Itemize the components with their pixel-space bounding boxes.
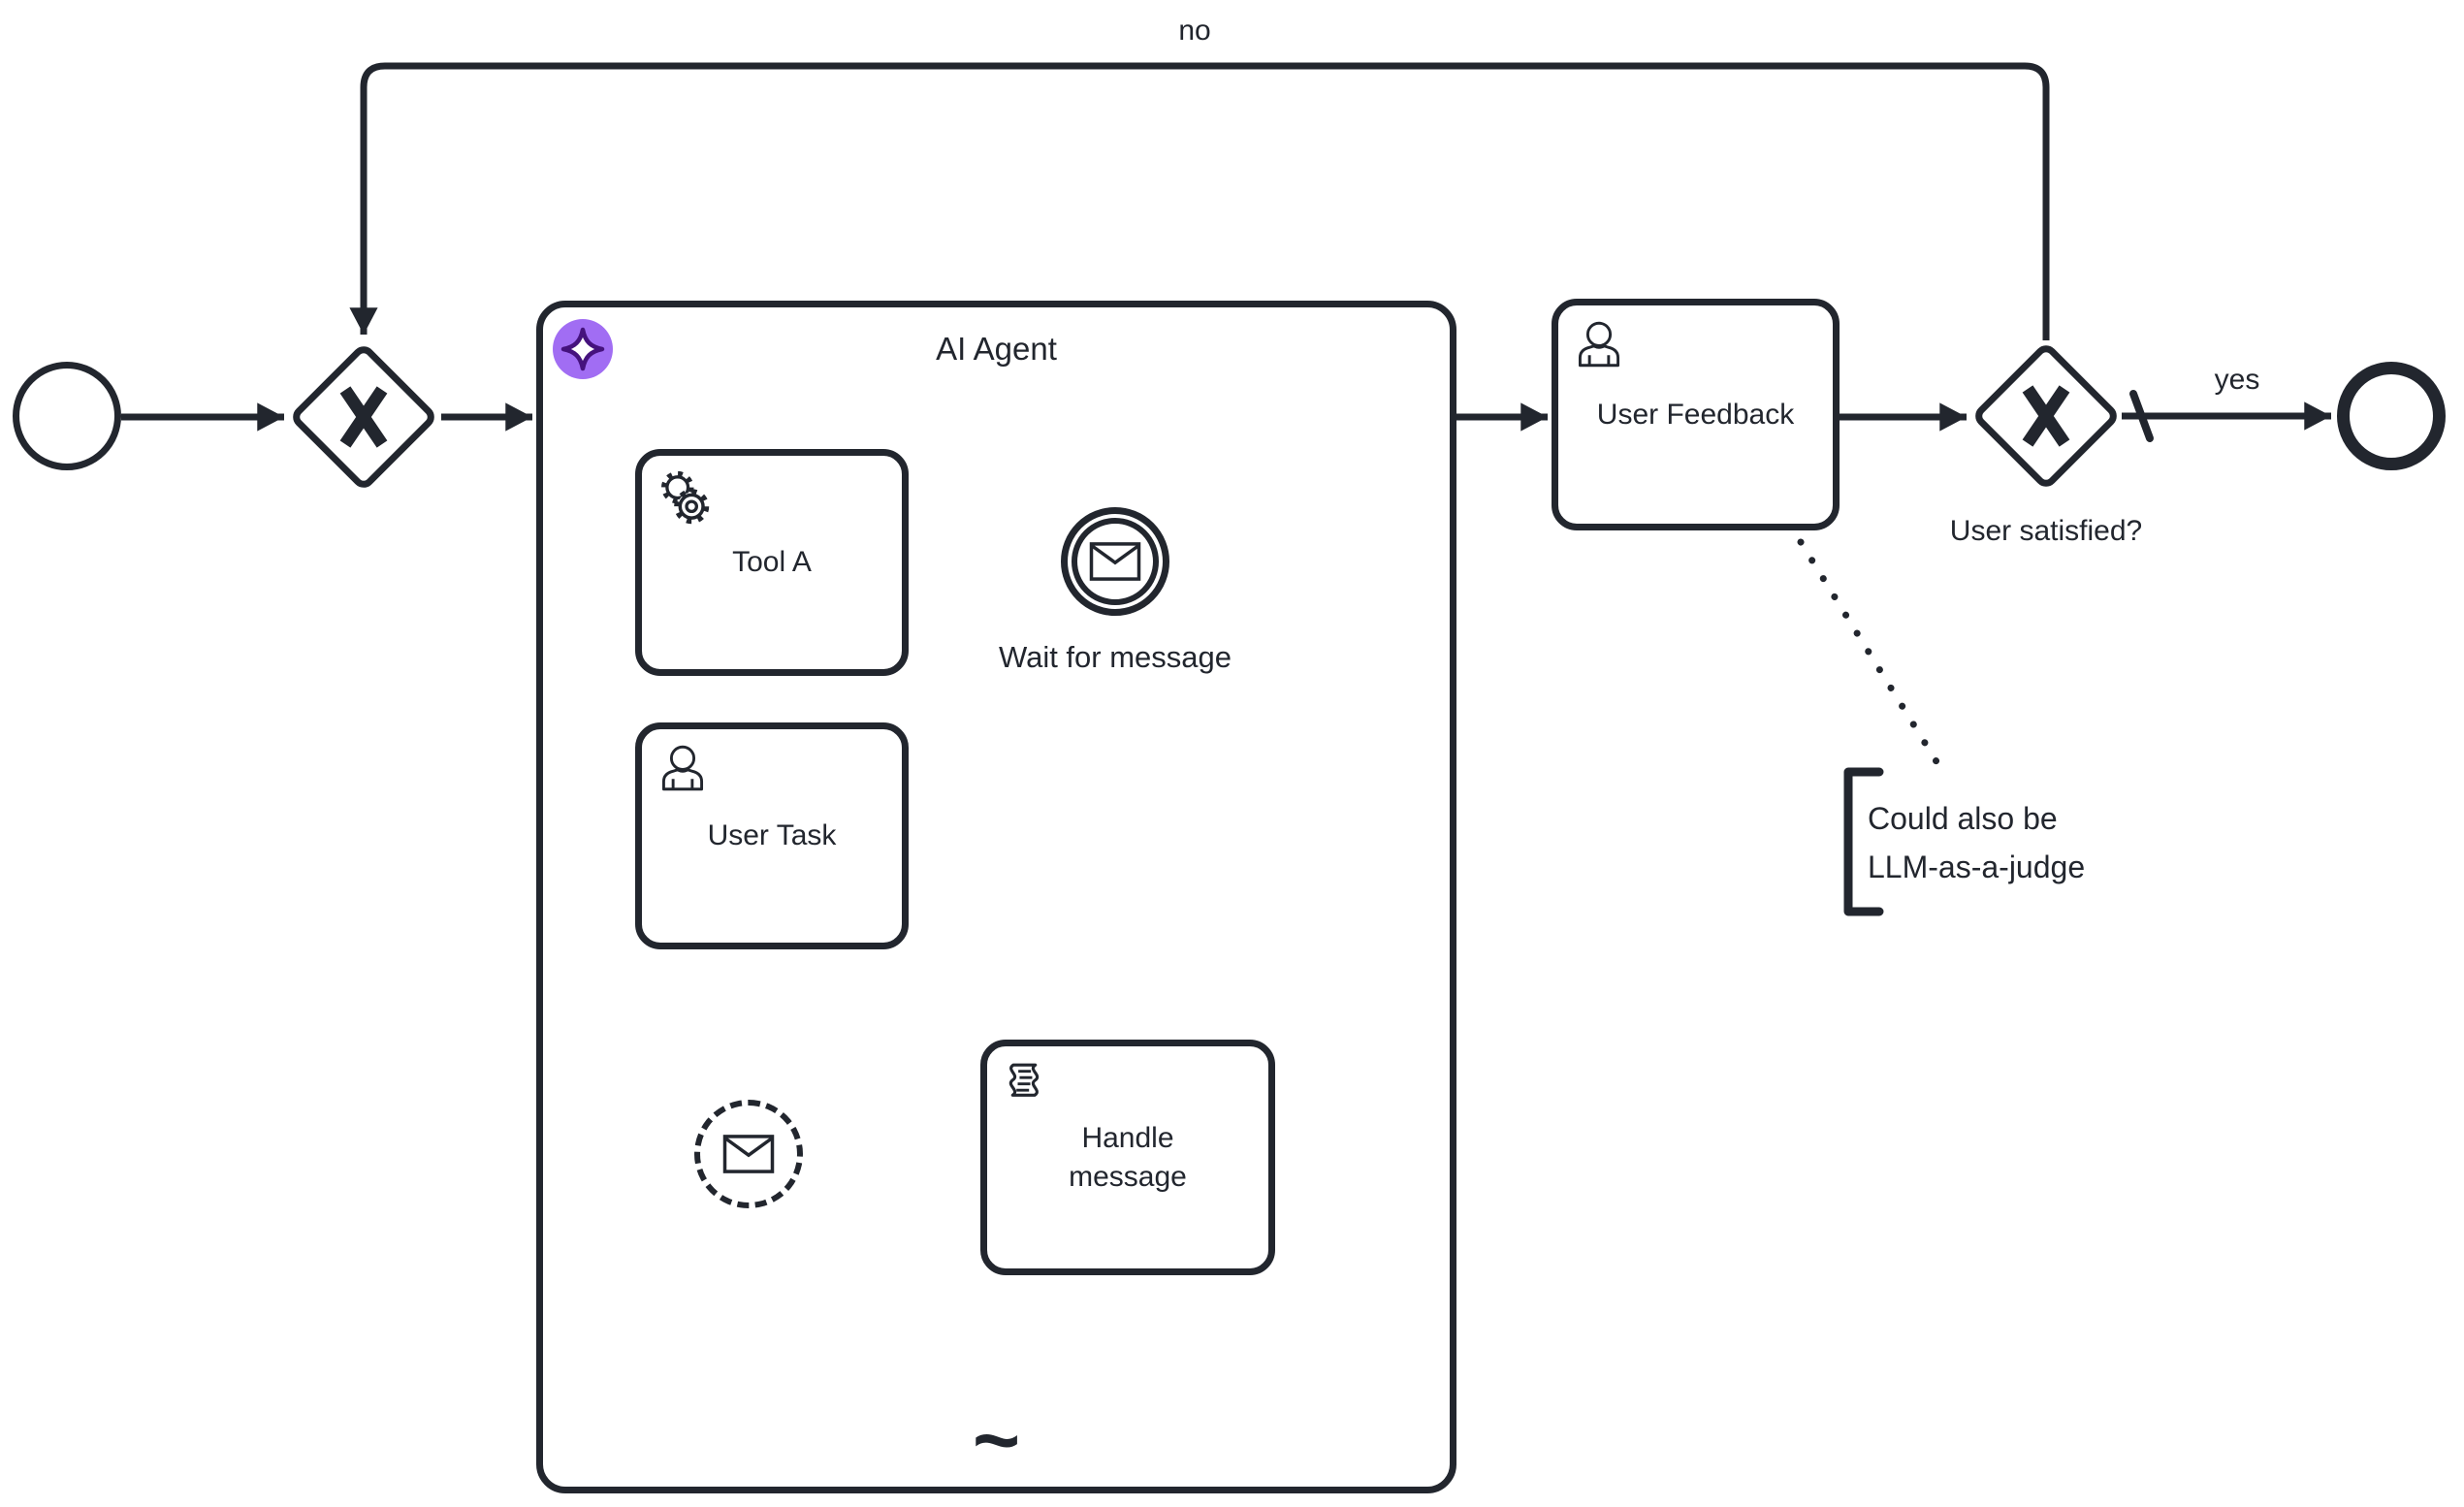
task-user-task-label: User Task [707,819,837,851]
wait-event-inner-ring [1072,518,1159,605]
flow-no-label: no [1178,15,1211,47]
exclusive-gateway-decision[interactable] [1970,340,2122,492]
task-tool-a-label: Tool A [732,546,812,578]
wait-for-message-label: Wait for message [998,640,1232,674]
gateway-question-label: User satisfied? [1949,515,2143,547]
end-event[interactable] [2337,362,2446,470]
ai-agent-title: AI Agent [936,331,1057,367]
task-handle-message-label: Handle message [1069,1121,1187,1193]
script-icon [1008,1063,1040,1097]
task-tool-a[interactable]: Tool A [635,449,909,676]
default-flow-slash [2129,390,2154,442]
gear-icon [660,470,710,525]
envelope-icon [1089,542,1141,581]
x-gateway-icon [2022,385,2070,447]
flow-yes-label: yes [2214,364,2260,396]
annotation-text-line2[interactable]: LLM-as-a-judge [1868,850,2086,884]
start-event[interactable] [13,362,121,470]
message-start-event[interactable] [694,1100,803,1208]
adhoc-tilde-marker: ~ [972,1395,1021,1486]
wait-for-message-event[interactable] [1061,507,1169,616]
exclusive-gateway-merge[interactable] [288,341,439,493]
flow-no-loop[interactable] [349,62,2050,340]
envelope-icon [722,1135,775,1173]
annotation-text-line1[interactable]: Could also be [1868,801,2058,836]
task-user-feedback-label: User Feedback [1596,398,1795,431]
task-user-feedback[interactable]: User Feedback [1552,299,1840,530]
sparkle-ai-badge-icon [553,319,613,379]
person-icon [661,745,704,791]
task-handle-message[interactable]: Handle message [980,1040,1275,1275]
task-user-task[interactable]: User Task [635,722,909,949]
annotation-bracket[interactable] [1843,767,1884,916]
person-icon [1578,321,1620,368]
x-gateway-icon [339,386,388,448]
annotation-association[interactable] [1797,538,1941,767]
